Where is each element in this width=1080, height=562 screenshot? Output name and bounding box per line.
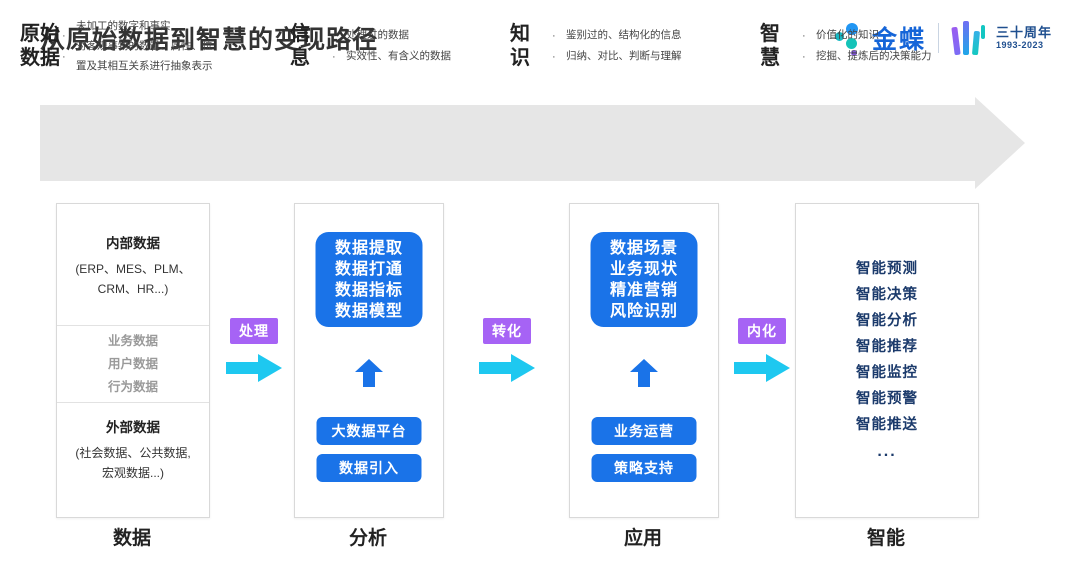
kingdee-dots-icon bbox=[834, 21, 868, 56]
anniversary-years: 1993-2023 bbox=[995, 40, 1044, 50]
list-item: 智能监控 bbox=[856, 365, 918, 381]
data-type-item: 用户数据 bbox=[107, 356, 158, 371]
banner-segment-wisdom: 智 慧 ·· 价值化的知识 挖掘、提炼后的决策能力 bbox=[760, 0, 932, 92]
brand-logo: 金蝶 三十周年 1993-2023 bbox=[834, 18, 1052, 58]
analysis-pill-platform[interactable]: 大数据平台 bbox=[316, 417, 422, 445]
banner-segment-title: 智 慧 bbox=[760, 23, 780, 69]
connector-badge-label: 处理 bbox=[230, 318, 278, 344]
external-data-sub: (社会数据、公共数据, 宏观数据...) bbox=[75, 446, 191, 480]
card-divider bbox=[57, 402, 209, 403]
column-label-analysis: 分析 bbox=[348, 528, 387, 549]
data-types-section: 业务数据 用户数据 行为数据 bbox=[57, 326, 209, 402]
bullet-item: 实效性、有含义的数据 bbox=[346, 50, 451, 62]
banner-segment-bullets: 价值化的知识 挖掘、提炼后的决策能力 bbox=[816, 25, 932, 67]
bullet-item: 对客观事物的数量、属性、位 置及其相互关系进行抽象表示 bbox=[76, 40, 213, 72]
data-type-item: 行为数据 bbox=[107, 379, 158, 394]
brand-name: 金蝶 bbox=[871, 26, 926, 54]
list-item: 智能推荐 bbox=[856, 339, 918, 355]
external-data-title: 外部数据 bbox=[106, 420, 160, 435]
right-arrow-icon bbox=[222, 353, 286, 383]
banner-segment-title: 原始 数据 bbox=[20, 23, 60, 69]
bullet-item: 挖掘、提炼后的决策能力 bbox=[816, 50, 932, 62]
application-pill-operations[interactable]: 业务运营 bbox=[591, 417, 697, 445]
bullet-item: 未加工的数字和事实 bbox=[76, 20, 171, 32]
application-pill-strategy[interactable]: 策略支持 bbox=[591, 454, 697, 482]
right-arrow-icon bbox=[730, 353, 794, 383]
application-scenario-box: 数据场景 业务现状 精准营销 风险识别 bbox=[590, 232, 698, 327]
internal-data-sub: (ERP、MES、PLM、 CRM、HR...) bbox=[75, 262, 191, 296]
analysis-pill-ingest[interactable]: 数据引入 bbox=[316, 454, 422, 482]
up-arrow-icon bbox=[629, 359, 659, 387]
connector-badge-label: 转化 bbox=[483, 318, 531, 344]
column-card-analysis: 数据提取 数据打通 数据指标 数据模型 大数据平台 数据引入 bbox=[294, 203, 444, 518]
list-item: 智能预测 bbox=[856, 261, 918, 277]
anniversary-label: 三十周年 bbox=[995, 25, 1052, 40]
anniversary-text: 三十周年 1993-2023 bbox=[996, 25, 1052, 51]
connector-badge-label: 内化 bbox=[738, 318, 786, 344]
banner-segment-bullets: 鉴别过的、结构化的信息 归纳、对比、判断与理解 bbox=[566, 25, 682, 67]
banner-segment-information: 信 息 ·· 处理过的数据 实效性、有含义的数据 bbox=[290, 0, 451, 92]
bullet-dots-icon: ·· bbox=[62, 30, 66, 63]
connector-processing: 处理 bbox=[222, 318, 286, 383]
connector-internalization: 内化 bbox=[730, 318, 794, 383]
up-arrow-icon bbox=[354, 359, 384, 387]
column-label-intelligence: 智能 bbox=[866, 528, 905, 549]
banner-segment-raw-data: 原始 数据 ·· 未加工的数字和事实 对客观事物的数量、属性、位 置及其相互关系… bbox=[20, 0, 256, 92]
right-arrow-icon bbox=[475, 353, 539, 383]
anniversary-mark-icon bbox=[951, 21, 989, 56]
connector-transformation: 转化 bbox=[475, 318, 539, 383]
page-title: 从原始数据到智慧的变现路径 bbox=[40, 26, 379, 54]
bullet-item: 价值化的知识 bbox=[816, 29, 879, 41]
list-item: 智能分析 bbox=[856, 313, 918, 329]
banner-segment-bullets: 未加工的数字和事实 对客观事物的数量、属性、位 置及其相互关系进行抽象表示 bbox=[76, 16, 256, 76]
list-item: 智能推送 bbox=[856, 417, 918, 433]
bullet-item: 鉴别过的、结构化的信息 bbox=[566, 29, 682, 41]
maturity-banner bbox=[40, 97, 1025, 189]
logo-divider bbox=[937, 23, 939, 53]
banner-segment-title: 知 识 bbox=[510, 23, 530, 69]
banner-segment-knowledge: 知 识 ·· 鉴别过的、结构化的信息 归纳、对比、判断与理解 bbox=[510, 0, 682, 92]
bullet-dots-icon: ·· bbox=[802, 30, 806, 63]
column-card-intelligence: 智能预测 智能决策 智能分析 智能推荐 智能监控 智能预警 智能推送 ... bbox=[795, 203, 979, 518]
column-card-application: 数据场景 业务现状 精准营销 风险识别 业务运营 策略支持 bbox=[569, 203, 719, 518]
list-item-ellipsis: ... bbox=[877, 443, 897, 460]
external-data-section: 外部数据 (社会数据、公共数据, 宏观数据...) bbox=[57, 416, 209, 483]
bullet-dots-icon: ·· bbox=[332, 30, 336, 63]
list-item: 智能决策 bbox=[856, 287, 918, 303]
banner-segment-bullets: 处理过的数据 实效性、有含义的数据 bbox=[346, 25, 451, 67]
data-type-item: 业务数据 bbox=[107, 333, 158, 348]
card-divider bbox=[57, 325, 209, 326]
list-item: 智能预警 bbox=[856, 391, 918, 407]
bullet-dots-icon: ·· bbox=[552, 30, 556, 63]
column-label-data: 数据 bbox=[112, 528, 151, 549]
column-label-application: 应用 bbox=[623, 528, 662, 549]
banner-segment-title: 信 息 bbox=[290, 23, 310, 69]
bullet-item: 处理过的数据 bbox=[346, 29, 409, 41]
intelligence-capability-list: 智能预测 智能决策 智能分析 智能推荐 智能监控 智能预警 智能推送 ... bbox=[796, 256, 978, 466]
internal-data-title: 内部数据 bbox=[106, 236, 160, 251]
analysis-capability-box: 数据提取 数据打通 数据指标 数据模型 bbox=[315, 232, 423, 327]
bullet-item: 归纳、对比、判断与理解 bbox=[566, 50, 682, 62]
column-card-data: 内部数据 (ERP、MES、PLM、 CRM、HR...) 业务数据 用户数据 … bbox=[56, 203, 210, 518]
internal-data-section: 内部数据 (ERP、MES、PLM、 CRM、HR...) bbox=[57, 204, 209, 299]
